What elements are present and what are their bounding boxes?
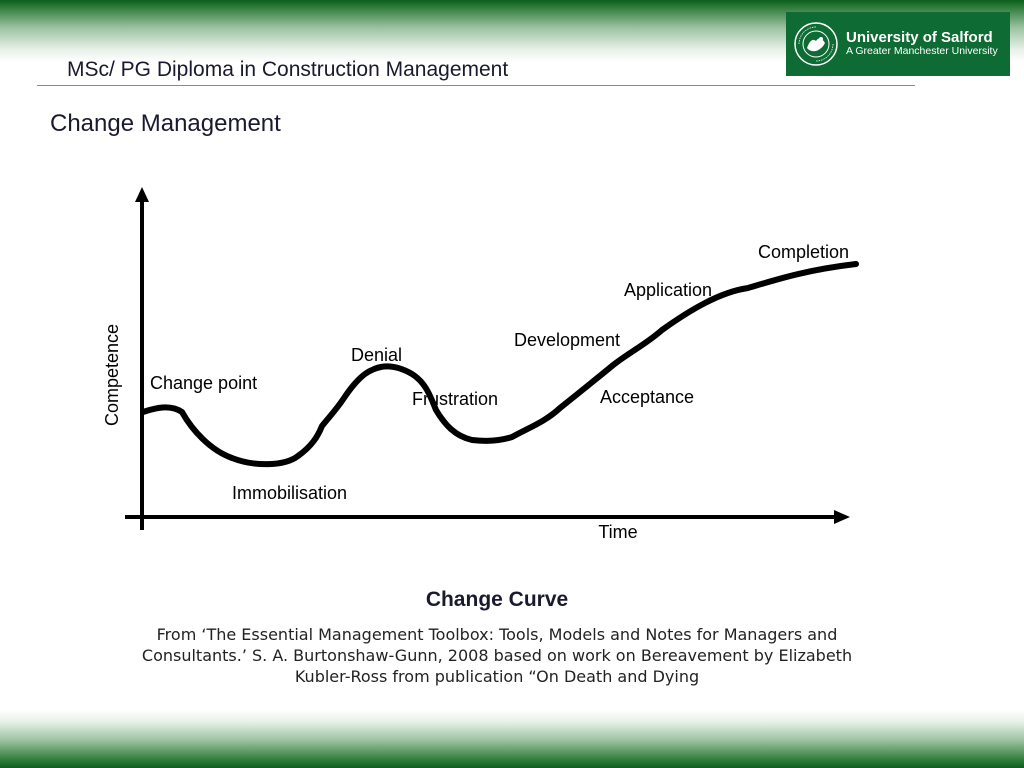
header-divider [37,85,915,86]
stage-label-frustration: Frustration [412,389,498,409]
x-axis-label: Time [598,522,637,542]
stage-label-acceptance: Acceptance [600,387,694,407]
stage-label-development: Development [514,330,620,350]
y-axis-label: Competence [102,324,122,426]
university-seal-icon [792,20,840,68]
stage-label-denial: Denial [351,345,402,365]
diagram-caption-title: Change Curve [425,588,569,611]
diagram-source-citation: From ‘The Essential Management Toolbox: … [141,625,853,686]
x-axis-arrowhead [834,510,850,524]
stage-label-completion: Completion [758,242,849,262]
slide-title: Change Management [50,110,281,137]
bottom-gradient-band [0,710,1024,768]
stage-label-application: Application [624,280,712,300]
logo-subtitle: A Greater Manchester University [846,45,998,58]
stage-label-change-point: Change point [150,373,257,393]
y-axis-arrowhead [135,187,149,202]
logo-university-name: University of Salford [846,28,993,46]
change-curve-line [140,261,859,468]
course-title: MSc/ PG Diploma in Construction Manageme… [67,58,509,81]
stage-label-immobilisation: Immobilisation [232,483,347,503]
university-logo: University of Salford A Greater Manchest… [786,12,1010,76]
